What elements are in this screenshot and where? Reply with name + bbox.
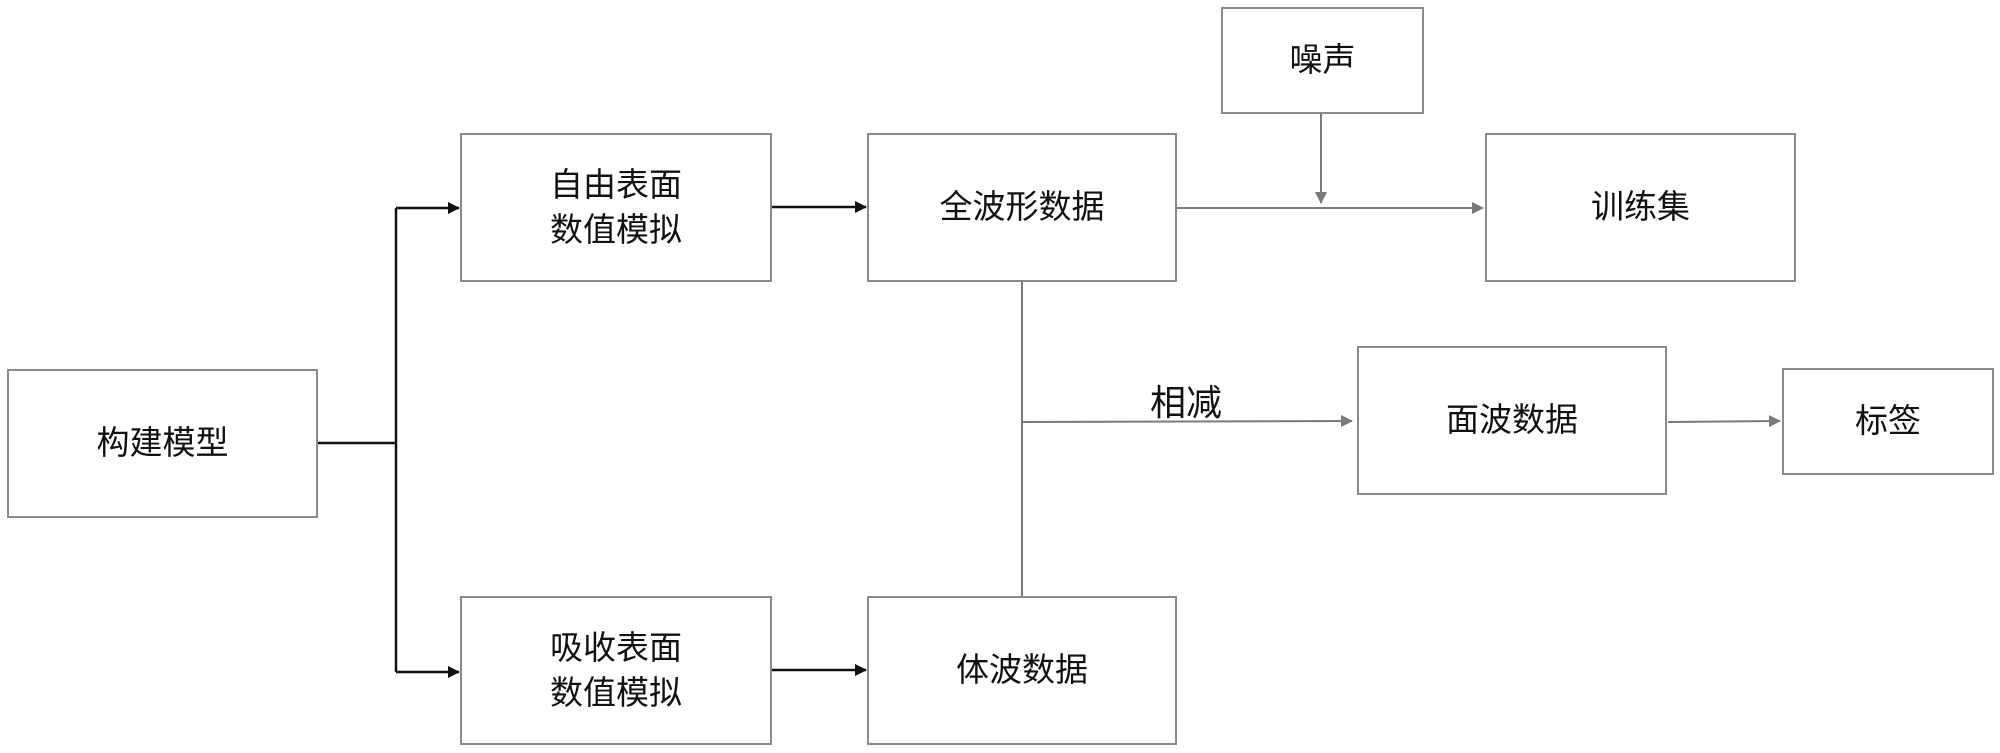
node-body-wave-text: 体波数据: [956, 650, 1088, 690]
node-body-wave-data: 体波数据: [867, 596, 1177, 745]
node-full-wave-text: 全波形数据: [939, 187, 1105, 227]
node-full-wave-data: 全波形数据: [867, 133, 1177, 282]
node-free-surface-line1: 自由表面: [550, 164, 682, 204]
node-free-surface-simulation: 自由表面 数值模拟: [460, 133, 772, 282]
node-label-text: 标签: [1855, 401, 1921, 441]
node-surface-wave-data: 面波数据: [1357, 346, 1667, 495]
node-absorb-surface-simulation: 吸收表面 数值模拟: [460, 596, 772, 745]
node-noise: 噪声: [1221, 7, 1424, 114]
node-absorb-surface-line2: 数值模拟: [550, 672, 682, 712]
node-absorb-surface-line1: 吸收表面: [550, 627, 682, 667]
node-train-set-text: 训练集: [1591, 187, 1690, 227]
edge-surface-wave-to-label: [1667, 415, 1781, 428]
edge-label-subtract: 相减: [1150, 383, 1223, 424]
node-train-set: 训练集: [1485, 133, 1796, 282]
node-surface-wave-text: 面波数据: [1446, 400, 1578, 440]
node-build-model-text: 构建模型: [96, 423, 229, 463]
edge-subtract-to-surface-wave: [1021, 415, 1353, 428]
node-label: 标签: [1782, 368, 1994, 475]
node-noise-text: 噪声: [1289, 40, 1356, 80]
node-build-model: 构建模型: [7, 369, 318, 518]
node-free-surface-line2: 数值模拟: [550, 209, 682, 249]
